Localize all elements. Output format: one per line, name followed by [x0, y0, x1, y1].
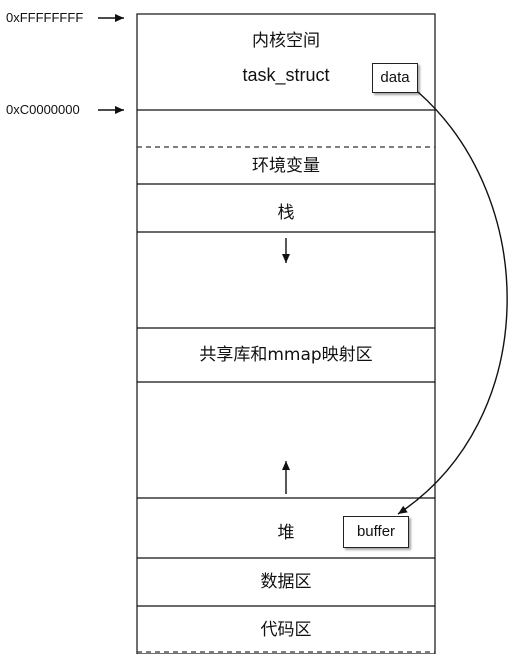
buffer-tag: buffer — [343, 516, 409, 548]
kernel-space-label: 内核空间 — [252, 31, 320, 51]
stack-label: 栈 — [277, 203, 295, 223]
address-kernel-boundary-label: 0xC0000000 — [6, 102, 80, 117]
heap-label: 堆 — [277, 523, 295, 543]
task-struct-label: task_struct — [242, 65, 330, 85]
data-tag: data — [372, 63, 418, 93]
mmap-region-label: 共享库和mmap映射区 — [199, 345, 373, 365]
env-vars-label: 环境变量 — [252, 156, 320, 176]
address-top-label: 0xFFFFFFFF — [6, 10, 84, 25]
pointer-arrow — [397, 91, 508, 515]
data-segment-label: 数据区 — [260, 572, 312, 592]
code-segment-label: 代码区 — [260, 620, 312, 640]
